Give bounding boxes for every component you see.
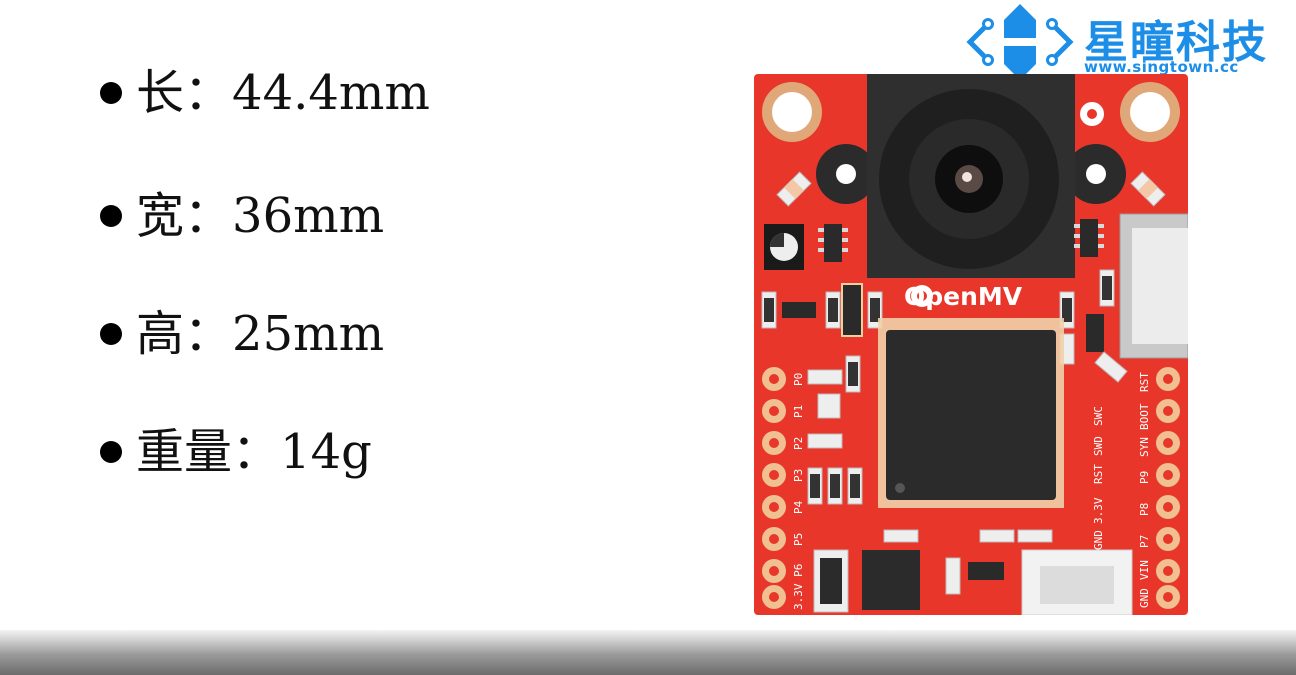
pin-label-syn: SYN	[1138, 437, 1151, 457]
spec-length: 长：44.4mm	[100, 63, 430, 123]
pin-label-inner-rst: RST	[1092, 464, 1105, 484]
spec-separator: ：	[184, 188, 233, 244]
pin-label-3v3: 3.3V	[1092, 497, 1105, 524]
pin-label-p4: P4	[792, 500, 805, 514]
spec-value: 44.4mm	[232, 65, 430, 121]
pin-label-boot: BOOT	[1138, 403, 1151, 430]
pin-label-gnd: GND	[1138, 588, 1151, 608]
pin-label-p2: P2	[792, 437, 805, 450]
spec-separator: ：	[184, 65, 233, 121]
pin-label-swd: SWD	[1092, 436, 1105, 456]
right-header	[1156, 367, 1180, 609]
pin-label-vin: VIN	[1138, 560, 1151, 580]
mounting-hole-icon	[762, 82, 822, 142]
logo-url: www.singtown.cc	[1084, 58, 1239, 76]
board-brand-text: OpenMV	[904, 282, 1023, 311]
pin-label-swc: SWC	[1092, 406, 1105, 426]
thermal-sensor	[764, 224, 804, 270]
bottom-shade	[0, 630, 1296, 675]
mounting-hole-icon	[1120, 82, 1180, 142]
pin-label-p7: P7	[1138, 535, 1151, 548]
singtown-logo: 星瞳科技 www.singtown.cc	[962, 2, 1292, 80]
pin-label-p9: P9	[1138, 471, 1151, 484]
usb-port	[1021, 549, 1133, 615]
spec-separator: ：	[232, 424, 281, 480]
bullet-dot	[100, 322, 122, 345]
pin-label-p6: 3.3V P6	[792, 564, 805, 610]
led-icon	[776, 171, 812, 207]
passive-components	[761, 269, 1128, 595]
spec-width: 宽：36mm	[100, 186, 384, 246]
spec-key: 长	[136, 65, 185, 121]
openmv-board: OpenMV P	[754, 74, 1188, 615]
singtown-logo-mark-icon	[966, 4, 1074, 80]
left-header	[762, 367, 786, 609]
small-ic	[824, 219, 1104, 352]
bullet-dot	[100, 440, 122, 463]
spec-height: 高：25mm	[100, 304, 384, 364]
pin-label-p0: P0	[792, 373, 805, 386]
pin-label-p8: P8	[1138, 503, 1151, 516]
bottom-ic	[813, 549, 920, 613]
logo-name: 星瞳科技	[1084, 17, 1268, 68]
camera-module	[816, 74, 1126, 278]
spec-key: 高	[136, 306, 185, 362]
spec-value: 14g	[280, 424, 372, 480]
led-icon	[1130, 171, 1166, 207]
spec-value: 36mm	[232, 188, 385, 244]
pin-label-p3: P3	[792, 469, 805, 482]
openmv-brand: OpenMV	[904, 282, 1023, 311]
spec-separator: ：	[184, 306, 233, 362]
bullet-dot	[100, 204, 122, 227]
spec-value: 25mm	[232, 306, 385, 362]
sd-card-slot	[1119, 213, 1188, 359]
spec-key: 重量	[136, 424, 233, 480]
spec-key: 宽	[136, 188, 185, 244]
pin-label-p1: P1	[792, 405, 805, 418]
gear-icon	[1080, 102, 1104, 126]
bullet-dot	[100, 81, 122, 104]
pin-label-rst: RST	[1138, 372, 1151, 392]
pin-label-p5: P5	[792, 533, 805, 546]
pin-label-inner-gnd: GND	[1092, 530, 1105, 550]
spec-weight: 重量：14g	[100, 422, 372, 482]
mcu-chip	[878, 318, 1064, 508]
